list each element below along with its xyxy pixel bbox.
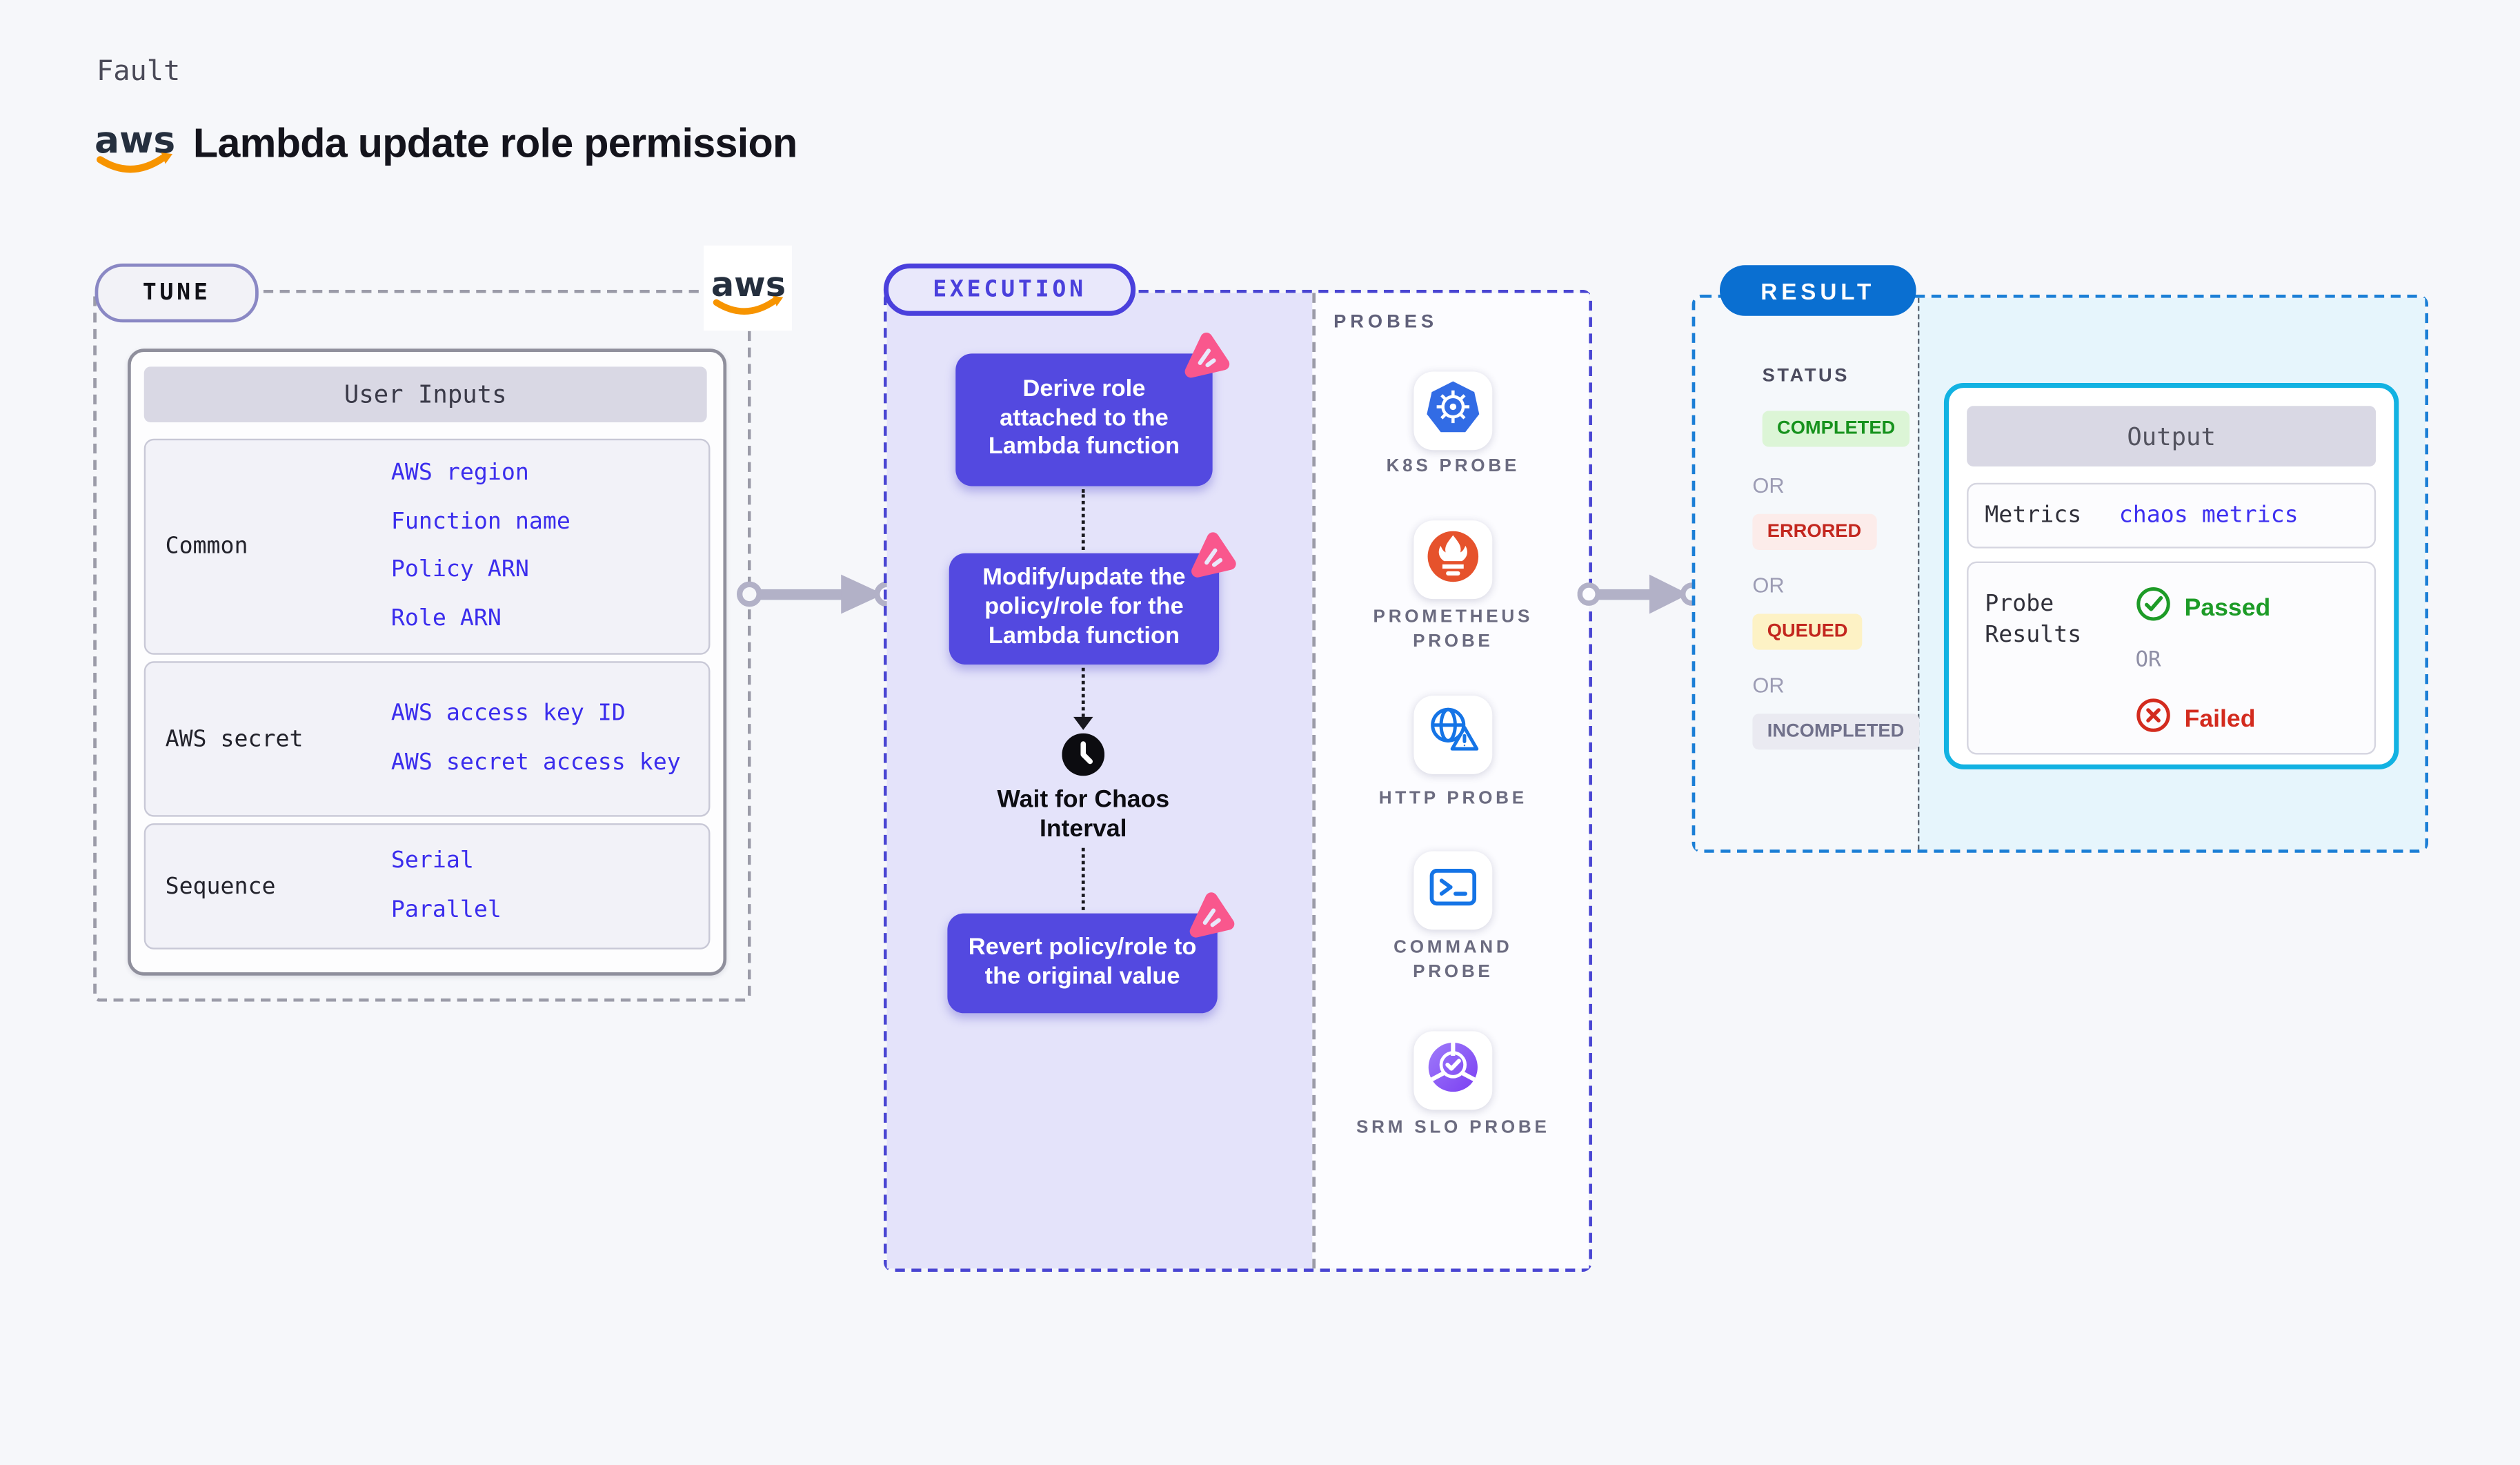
- wait-clock-icon: [1062, 733, 1105, 776]
- user-inputs-title: User Inputs: [143, 366, 707, 422]
- input-link-aws-region[interactable]: AWS region: [390, 460, 529, 486]
- aws-corner-logo: aws: [703, 245, 793, 331]
- wait-for-chaos-label: Wait for Chaos Interval: [997, 785, 1170, 843]
- probe-results-label: Probe Results: [1985, 591, 2082, 649]
- probe-results-row: Probe Results Passed OR: [1967, 561, 2377, 755]
- row-label: Common: [165, 533, 248, 560]
- failed-label: Failed: [2184, 705, 2256, 733]
- row-label: Sequence: [165, 873, 276, 900]
- connector-arrowhead: [1073, 716, 1093, 730]
- input-link-serial[interactable]: Serial: [390, 847, 474, 874]
- kubernetes-icon: [1424, 377, 1482, 444]
- metrics-row: Metrics chaos metrics: [1967, 482, 2377, 549]
- srm-slo-probe-card: [1413, 1031, 1493, 1110]
- input-link-role-arn[interactable]: Role ARN: [390, 604, 502, 631]
- input-link-parallel[interactable]: Parallel: [390, 896, 502, 923]
- http-probe-label: HTTP PROBE: [1378, 789, 1527, 809]
- x-circle-icon: [2135, 697, 2171, 740]
- status-badge-incompleted: INCOMPLETED: [1752, 714, 1919, 750]
- input-link-policy-arn[interactable]: Policy ARN: [390, 556, 529, 583]
- command-probe-card: [1413, 851, 1493, 930]
- probes-heading: PROBES: [1333, 313, 1438, 333]
- tune-region: [93, 289, 751, 1002]
- step-revert-policy: Revert policy/role to the original value: [947, 892, 1235, 1014]
- row-label: AWS secret: [165, 725, 304, 752]
- chaos-sparkle-icon: [1181, 528, 1241, 585]
- user-inputs-row-common: Common AWS region Function name Policy A…: [143, 438, 711, 655]
- page-title: Lambda update role permission: [192, 120, 797, 167]
- output-card: Output Metrics chaos metrics Probe Resul…: [1943, 383, 2399, 769]
- srm-slo-icon: [1424, 1037, 1482, 1104]
- or-label: OR: [1752, 672, 1785, 698]
- k8s-probe-label: K8S PROBE: [1386, 456, 1520, 477]
- status-badge-completed: COMPLETED: [1762, 411, 1910, 447]
- input-link-access-key-id[interactable]: AWS access key ID: [390, 700, 626, 727]
- metrics-label: Metrics: [1985, 502, 2082, 529]
- input-link-secret-access-key[interactable]: AWS secret access key: [390, 749, 681, 776]
- user-inputs-row-sequence: Sequence Serial Parallel: [143, 823, 711, 950]
- user-inputs-row-aws-secret: AWS secret AWS access key ID AWS secret …: [143, 661, 711, 817]
- command-terminal-icon: [1424, 857, 1482, 924]
- chaos-sparkle-icon: [1174, 328, 1234, 385]
- prometheus-probe-card: [1413, 520, 1493, 600]
- aws-logo: aws: [92, 108, 177, 180]
- status-zone: [1695, 297, 1918, 850]
- prometheus-icon: [1424, 527, 1482, 593]
- input-link-function-name[interactable]: Function name: [390, 508, 571, 535]
- connector-dotted: [1081, 489, 1085, 550]
- probe-result-passed: Passed: [2135, 586, 2270, 629]
- passed-label: Passed: [2184, 593, 2271, 622]
- step-label: Derive role attached to the Lambda funct…: [988, 375, 1180, 461]
- or-label: OR: [2135, 648, 2161, 673]
- chaos-sparkle-icon: [1179, 888, 1239, 945]
- http-probe-card: [1413, 696, 1493, 774]
- result-badge: RESULT: [1719, 265, 1916, 316]
- or-label: OR: [1752, 573, 1785, 598]
- srm-slo-probe-label: SRM SLO PROBE: [1356, 1118, 1550, 1138]
- output-title: Output: [1967, 406, 2377, 467]
- step-label: Revert policy/role to the original value: [968, 934, 1197, 990]
- connector-dotted: [1081, 847, 1085, 910]
- flow-arrow-tune-to-execution: [736, 573, 900, 624]
- execution-badge: EXECUTION: [883, 263, 1136, 316]
- probe-result-failed: Failed: [2135, 697, 2255, 740]
- check-circle-icon: [2135, 586, 2171, 629]
- step-derive-role: Derive role attached to the Lambda funct…: [955, 333, 1230, 486]
- http-globe-warning-icon: [1424, 701, 1482, 768]
- step-label: Modify/update the policy/role for the La…: [982, 564, 1186, 650]
- k8s-probe-card: [1413, 371, 1493, 451]
- or-label: OR: [1752, 473, 1785, 498]
- fault-eyebrow: Fault: [96, 55, 181, 89]
- status-badge-queued: QUEUED: [1752, 613, 1863, 650]
- step-modify-policy: Modify/update the policy/role for the La…: [949, 532, 1236, 665]
- status-badge-errored: ERRORED: [1752, 513, 1876, 550]
- status-heading: STATUS: [1762, 366, 1850, 386]
- connector-dotted: [1081, 667, 1085, 717]
- chaos-metrics-link[interactable]: chaos metrics: [2119, 502, 2299, 529]
- tune-badge: TUNE: [95, 263, 259, 323]
- command-probe-label: COMMAND PROBE: [1393, 938, 1513, 982]
- flow-arrow-execution-to-result: [1577, 573, 1705, 624]
- prometheus-probe-label: PROMETHEUS PROBE: [1373, 607, 1534, 651]
